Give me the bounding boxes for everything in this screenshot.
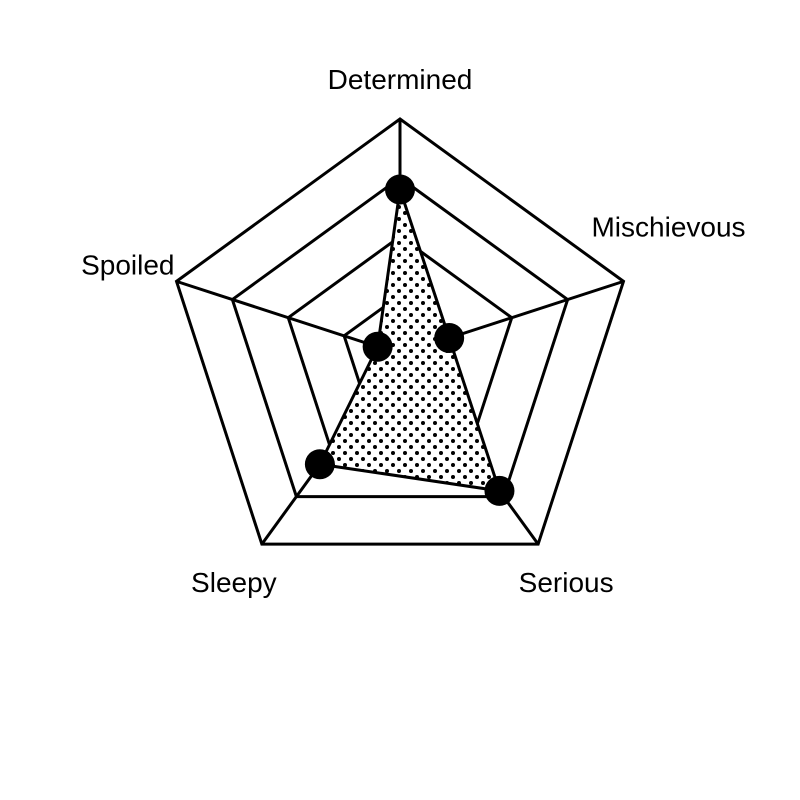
series-area: [317, 189, 502, 493]
data-point: [385, 174, 415, 205]
axis-spoke: [176, 279, 401, 356]
grid-ring: [230, 175, 570, 499]
axis-label: Sleepy: [191, 567, 277, 598]
axis-label: Mischievous: [591, 211, 745, 242]
axis-label: Serious: [519, 567, 614, 598]
axis-label: Determined: [328, 64, 473, 95]
data-point: [304, 449, 335, 480]
radar-series: [304, 174, 515, 506]
data-point: [362, 331, 393, 362]
data-point: [434, 323, 465, 354]
grid-ring: [174, 117, 626, 546]
axis-label: Spoiled: [81, 249, 174, 280]
data-point: [484, 475, 515, 506]
